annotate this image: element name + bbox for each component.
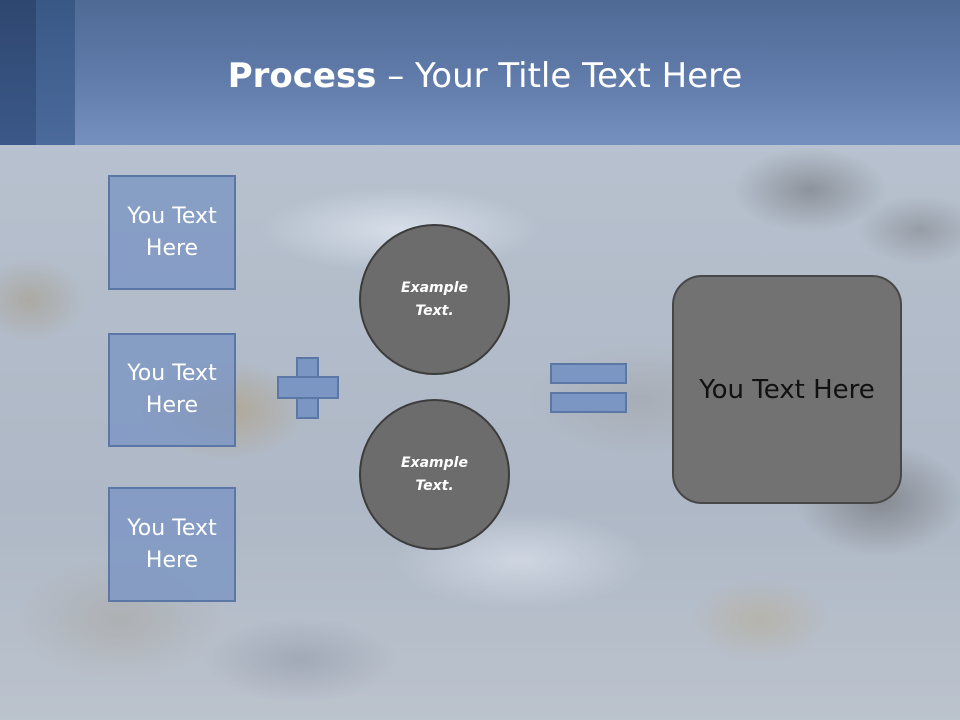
text-box-3[interactable]: You Text Here <box>108 487 236 602</box>
example-circle-2-label: Example Text. <box>401 454 468 494</box>
equals-icon-top-bar <box>550 363 627 384</box>
title-rest: – Your Title Text Here <box>376 56 743 96</box>
title-bold: Process <box>227 56 377 96</box>
text-box-1-label: You Text Here <box>127 203 217 261</box>
example-circle-1-label: Example Text. <box>401 279 468 319</box>
plus-icon-center <box>298 378 317 397</box>
result-box-label: You Text Here <box>699 374 875 405</box>
text-box-2[interactable]: You Text Here <box>108 333 236 447</box>
example-circle-1[interactable]: Example Text. <box>359 224 510 375</box>
text-box-2-label: You Text Here <box>127 361 217 418</box>
title-band-accent-mid <box>36 0 75 145</box>
equals-icon-bottom-bar <box>550 392 627 413</box>
title-band-accent-dark <box>0 0 36 145</box>
slide-title[interactable]: Process – Your Title Text Here <box>75 52 895 100</box>
title-band <box>0 0 960 145</box>
result-box[interactable]: You Text Here <box>672 275 902 504</box>
text-box-1[interactable]: You Text Here <box>108 175 236 290</box>
text-box-3-label: You Text Here <box>127 515 217 573</box>
example-circle-2[interactable]: Example Text. <box>359 399 510 550</box>
